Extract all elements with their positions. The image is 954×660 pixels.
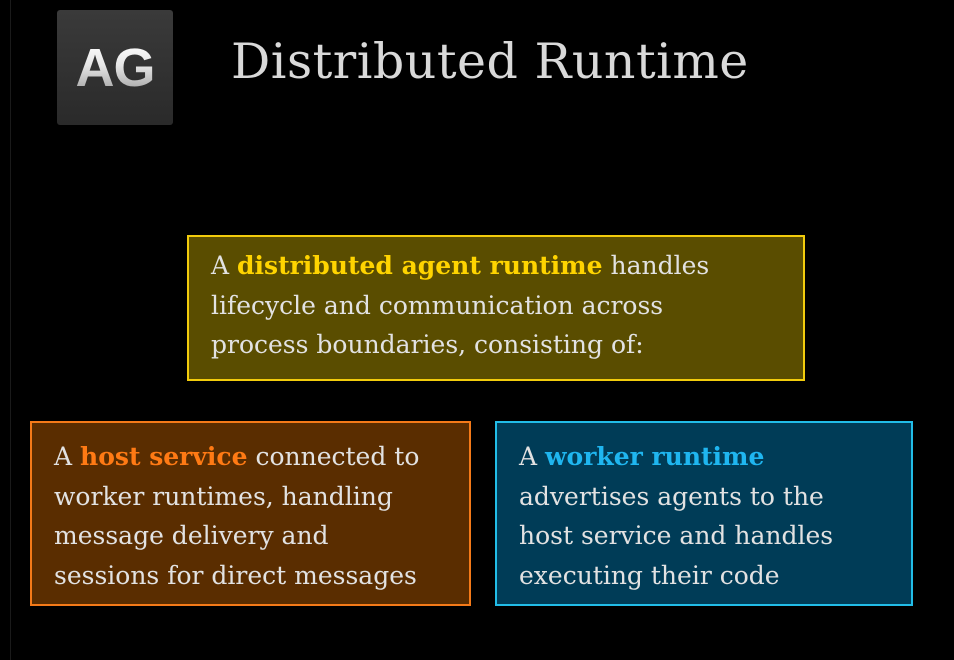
main-box-line-1: A distributed agent runtime handles — [211, 246, 783, 286]
host-box-line-2: worker runtimes, handling — [54, 481, 393, 511]
worker-box-line-3: host service and handles — [519, 521, 834, 550]
worker-box-line-2: advertises agents to the — [519, 481, 824, 511]
page-title: Distributed Runtime — [231, 33, 749, 90]
worker-box-line-1: A worker runtime — [519, 437, 893, 477]
host-service-box: A host service connected to worker runti… — [30, 421, 471, 606]
worker-box-highlight: worker runtime — [545, 442, 765, 471]
worker-box-prefix: A — [519, 442, 546, 471]
main-box-line-1-rest: handles — [602, 251, 710, 280]
worker-runtime-box: A worker runtime advertises agents to th… — [495, 421, 913, 606]
host-box-highlight: host service — [80, 442, 248, 471]
logo-text: AG — [75, 37, 156, 98]
left-edge-rule — [10, 0, 11, 660]
main-box-line-2: lifecycle and communication across — [211, 290, 664, 320]
host-box-line-4: sessions for direct messages — [54, 560, 417, 590]
host-box-prefix: A — [54, 442, 81, 471]
host-box-line-3: message delivery and — [54, 521, 329, 550]
main-box-highlight: distributed agent runtime — [237, 251, 603, 280]
main-box-line-3: process boundaries, consisting of: — [211, 330, 644, 359]
ag-logo: AG — [57, 10, 173, 125]
main-box-prefix: A — [211, 251, 238, 280]
host-box-line-1: A host service connected to — [54, 437, 451, 477]
host-box-line-1-rest: connected to — [247, 442, 420, 471]
distributed-runtime-box: A distributed agent runtime handles life… — [187, 235, 805, 381]
worker-box-line-4: executing their code — [519, 560, 780, 590]
